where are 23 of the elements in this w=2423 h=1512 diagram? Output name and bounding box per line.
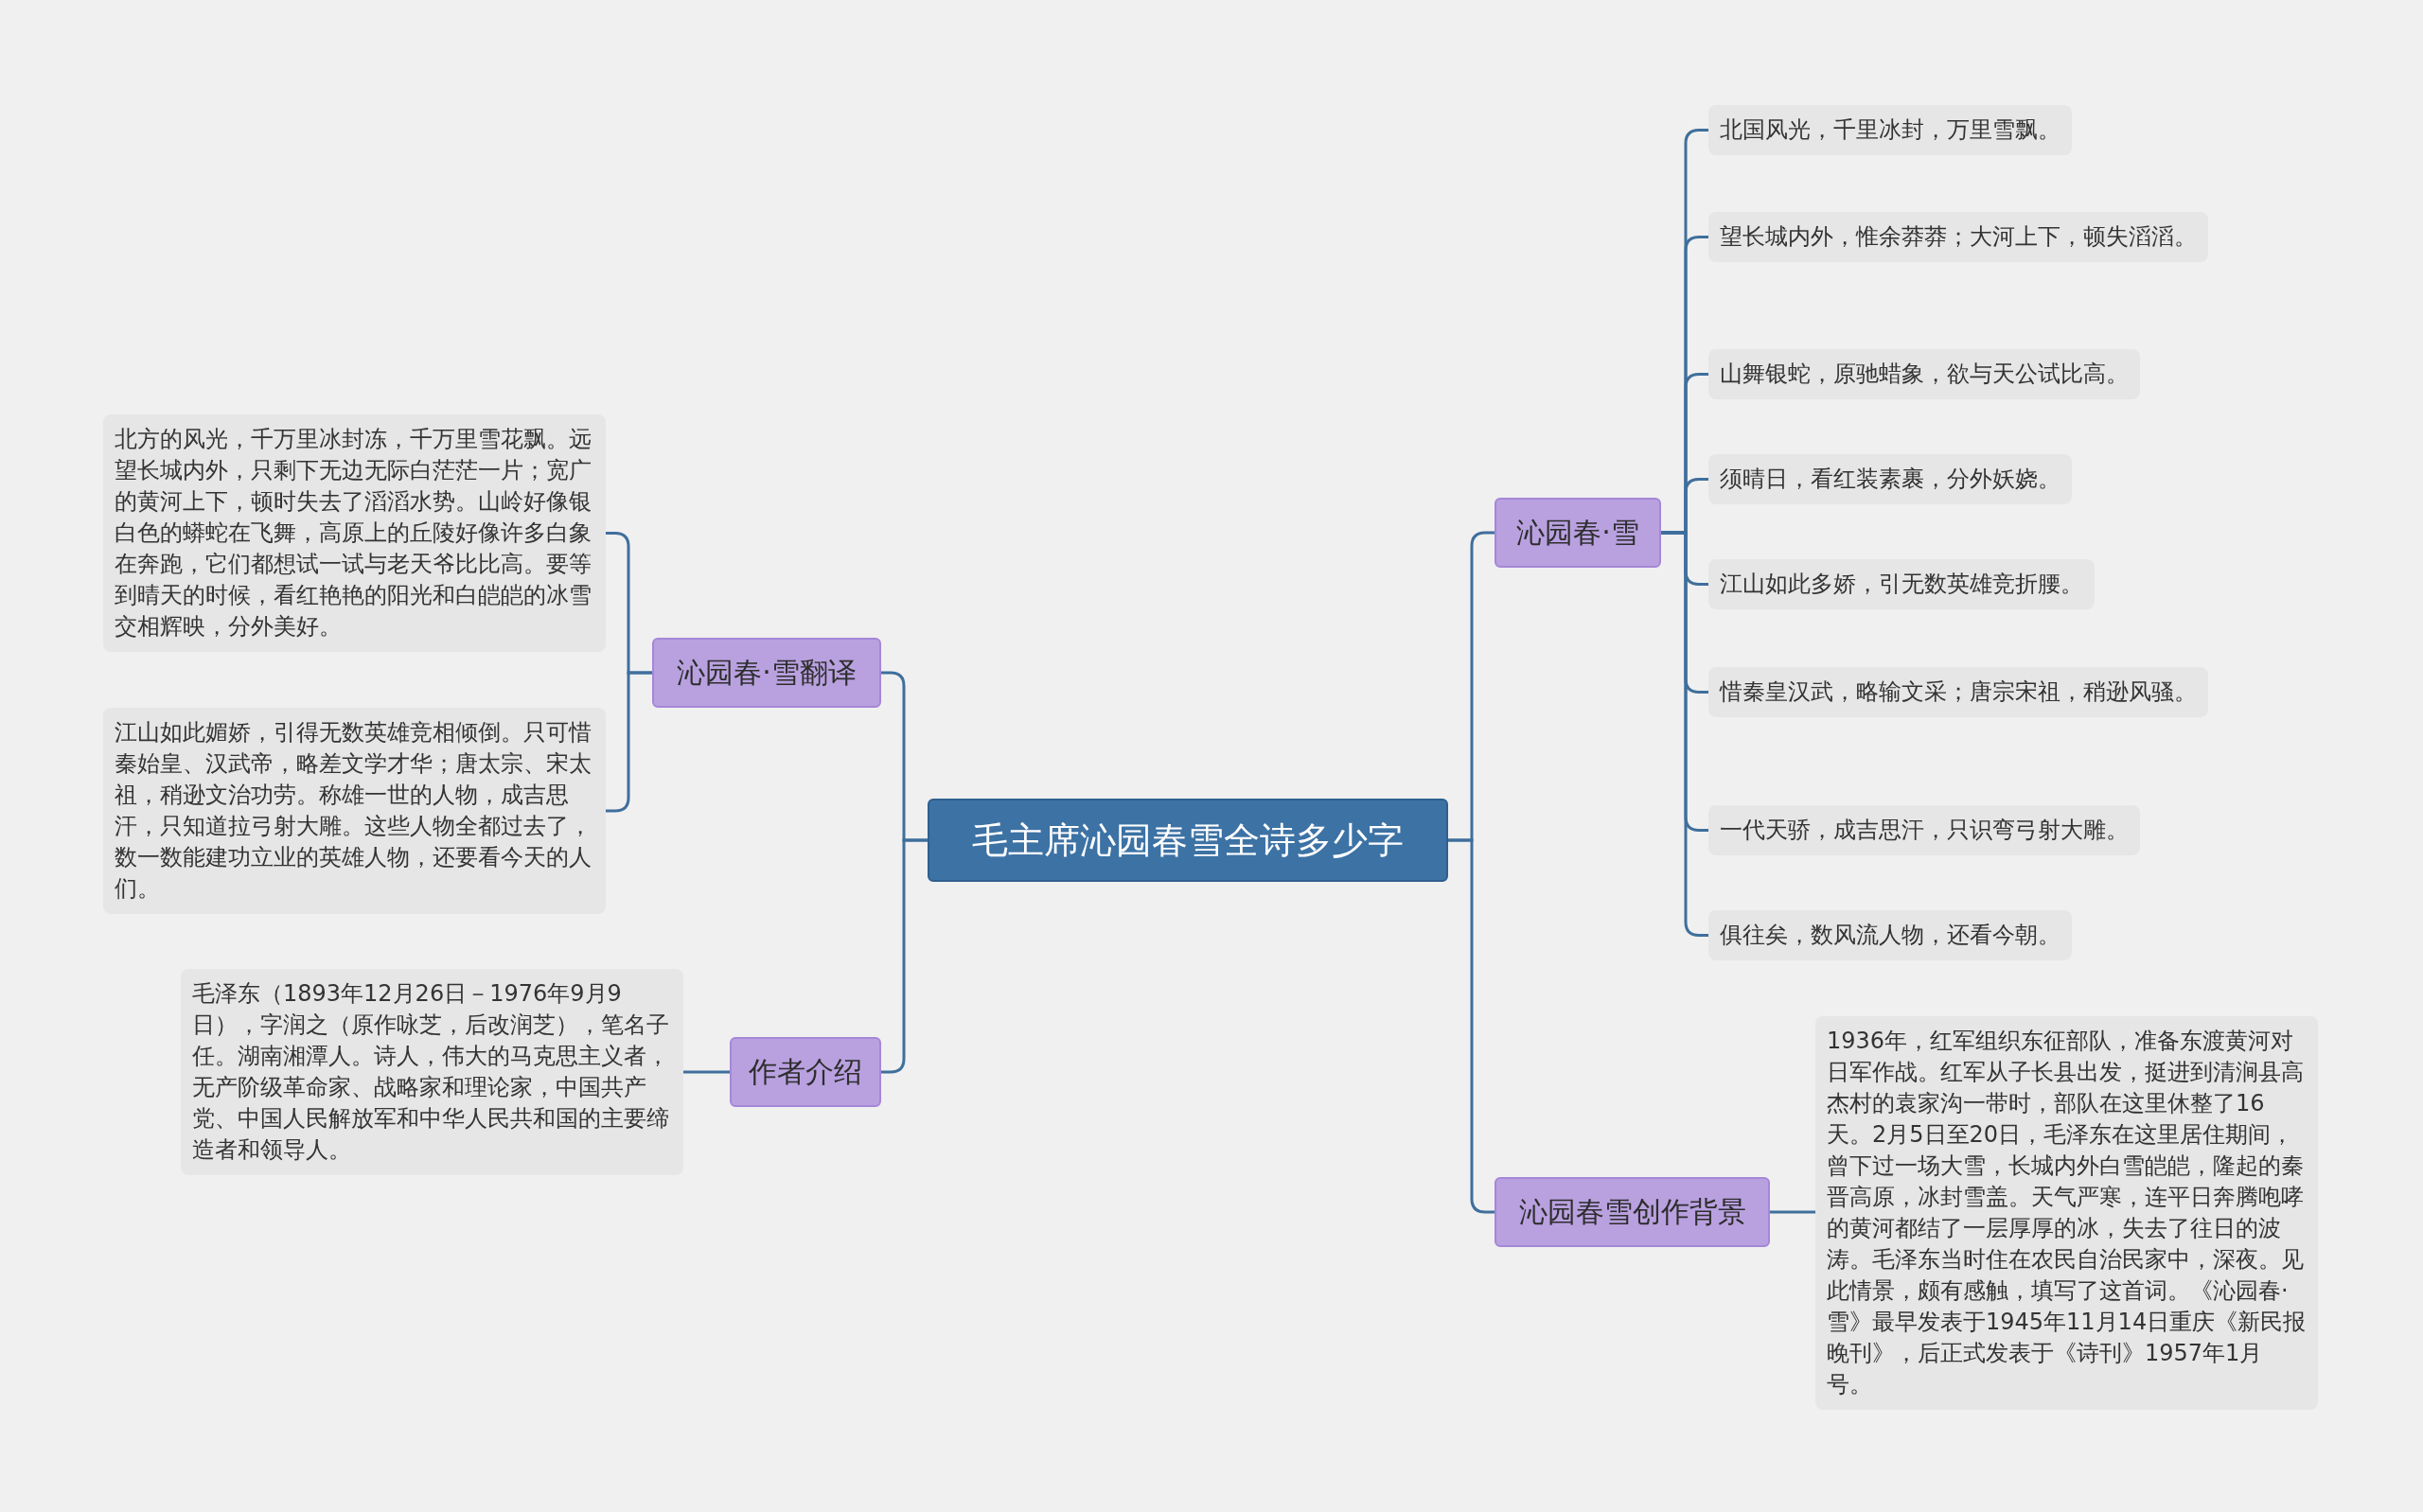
text-card: 望长城内外，惟余莽莽；大河上下，顿失滔滔。: [1708, 212, 2208, 262]
central-topic-box: 毛主席沁园春雪全诗多少字: [928, 799, 1448, 882]
text-card: 须晴日，看红装素裹，分外妖娆。: [1708, 454, 2072, 504]
text-card: 北方的风光，千万里冰封冻，千万里雪花飘。远望长城内外，只剩下无边无际白茫茫一片；宽广的黄河上下，顿时失去了滔滔水势。山岭好像银白色的蟒蛇在飞舞，高原上的丘陵好像许多白象在奔跑，它们都想试一试与老天爷比比高。要等到晴天的时候，看红艳艳的阳光和白皑皑的冰雪交相辉映，分外美好。: [103, 414, 606, 652]
text-card: 江山如此媚娇，引得无数英雄竞相倾倒。只可惜秦始皇、汉武帝，略差文学才华；唐太宗、宋太祖，稍逊文治功劳。称雄一世的人物，成吉思汗，只知道拉弓射大雕。这些人物全都过去了，数一数能建功立业的英雄人物，还要看今天的人们。: [103, 708, 606, 914]
topic-box: 作者介绍: [730, 1037, 881, 1107]
topic-box: 沁园春·雪: [1494, 498, 1661, 568]
connector-line: [1770, 1210, 1815, 1214]
text-card: 一代天骄，成吉思汗，只识弯弓射大雕。: [1708, 805, 2140, 855]
text-card: 惜秦皇汉武，略输文采；唐宗宋祖，稍逊风骚。: [1708, 667, 2208, 717]
text-card: 山舞银蛇，原驰蜡象，欲与天公试比高。: [1708, 349, 2140, 399]
text-card: 北国风光，千里冰封，万里雪飘。: [1708, 105, 2072, 155]
connector-line: [1448, 838, 1494, 1214]
text-card: 毛泽东（1893年12月26日－1976年9月9日），字润之（原作咏芝，后改润芝），笔名子任。湖南湘潭人。诗人，伟大的马克思主义者，无产阶级革命家、战略家和理论家，中国共产党、中国人民解放军和中华人民共和国的主要缔造者和领导人。: [181, 969, 683, 1175]
connector-line: [683, 1070, 730, 1074]
topic-box: 沁园春·雪翻译: [652, 638, 881, 708]
connector-line: [1661, 531, 1708, 937]
topic-box: 沁园春雪创作背景: [1494, 1177, 1770, 1247]
connector-line: [881, 838, 928, 1074]
text-card: 俱往矣，数风流人物，还看今朝。: [1708, 910, 2072, 960]
text-card: 1936年，红军组织东征部队，准备东渡黄河对日军作战。红军从子长县出发，挺进到清涧县高杰村的袁家沟一带时，部队在这里休整了16天。2月5日至20日，毛泽东在这里居住期间，曾下过一场大雪，长城内外白雪皑皑，隆起的秦晋高原，冰封雪盖。天气严寒，连平日奔腾咆哮的黄河都结了一层厚厚的冰，失去了往日的波涛。毛泽东当时住在农民自治民家中，深夜。见此情景，颇有感触，填写了这首词。《沁园春·雪》最早发表于1945年11月14日重庆《新民报晚刊》，后正式发表于《诗刊》1957年1月号。: [1815, 1016, 2318, 1410]
connector-line: [606, 671, 652, 813]
text-card: 江山如此多娇，引无数英雄竞折腰。: [1708, 559, 2095, 609]
